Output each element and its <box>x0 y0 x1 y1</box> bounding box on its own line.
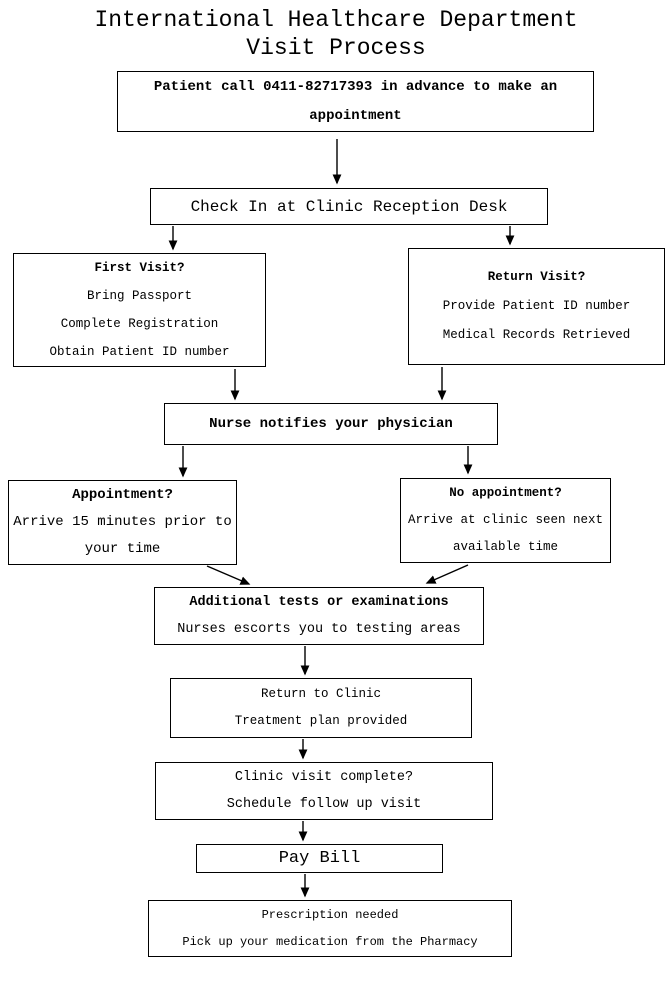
page-title-line-1: International Healthcare Department <box>94 7 578 33</box>
node-return-to-clinic: Return to Clinic Treatment plan provided <box>170 678 472 738</box>
node-patient-call-line-1: Patient call 0411-82717393 in advance to… <box>153 78 558 95</box>
node-patient-call: Patient call 0411-82717393 in advance to… <box>117 71 594 132</box>
page-title-line-2: Visit Process <box>246 35 426 61</box>
node-first-visit-line-2: Complete Registration <box>60 317 219 331</box>
node-return-visit: Return Visit? Provide Patient ID number … <box>408 248 665 365</box>
node-first-visit: First Visit? Bring Passport Complete Reg… <box>13 253 266 367</box>
node-pay-bill: Pay Bill <box>196 844 443 873</box>
node-clinic-visit-complete: Clinic visit complete? Schedule follow u… <box>155 762 493 820</box>
arrow-noappointment-to-tests <box>425 564 469 584</box>
node-clinic-visit-complete-title: Clinic visit complete? <box>234 770 414 785</box>
node-additional-tests: Additional tests or examinations Nurses … <box>154 587 484 645</box>
node-return-to-clinic-line-1: Treatment plan provided <box>234 714 408 728</box>
node-first-visit-line-3: Obtain Patient ID number <box>49 345 230 359</box>
node-nurse-notifies: Nurse notifies your physician <box>164 403 498 445</box>
arrow-appointment-to-tests <box>206 565 251 585</box>
node-no-appointment-title: No appointment? <box>449 486 562 500</box>
node-first-visit-title: First Visit? <box>94 261 185 275</box>
node-return-to-clinic-title: Return to Clinic <box>260 687 382 701</box>
node-clinic-visit-complete-line-1: Schedule follow up visit <box>226 797 422 812</box>
node-pay-bill-title: Pay Bill <box>278 849 361 868</box>
node-patient-call-line-2: appointment <box>309 107 402 124</box>
node-prescription-needed: Prescription needed Pick up your medicat… <box>148 900 512 957</box>
node-appointment-line-1: Arrive 15 minutes prior to <box>13 514 232 530</box>
node-no-appointment-line-2: available time <box>452 540 559 554</box>
node-appointment: Appointment? Arrive 15 minutes prior to … <box>8 480 237 565</box>
node-return-visit-line-1: Provide Patient ID number <box>442 299 631 313</box>
page-title: International Healthcare Department Visi… <box>0 6 672 62</box>
node-no-appointment: No appointment? Arrive at clinic seen ne… <box>400 478 611 563</box>
node-additional-tests-line-1: Nurses escorts you to testing areas <box>177 622 461 637</box>
node-appointment-line-2: your time <box>84 541 161 557</box>
node-check-in-title: Check In at Clinic Reception Desk <box>190 197 508 216</box>
node-additional-tests-title: Additional tests or examinations <box>189 595 449 610</box>
node-prescription-needed-title: Prescription needed <box>261 907 399 922</box>
node-nurse-notifies-title: Nurse notifies your physician <box>209 416 453 432</box>
node-no-appointment-line-1: Arrive at clinic seen next <box>407 513 604 527</box>
node-return-visit-title: Return Visit? <box>487 270 586 284</box>
node-appointment-title: Appointment? <box>72 487 173 503</box>
node-check-in: Check In at Clinic Reception Desk <box>150 188 548 225</box>
node-return-visit-line-2: Medical Records Retrieved <box>442 328 631 342</box>
node-prescription-needed-line-1: Pick up your medication from the Pharmac… <box>182 934 478 949</box>
node-first-visit-line-1: Bring Passport <box>86 289 193 303</box>
